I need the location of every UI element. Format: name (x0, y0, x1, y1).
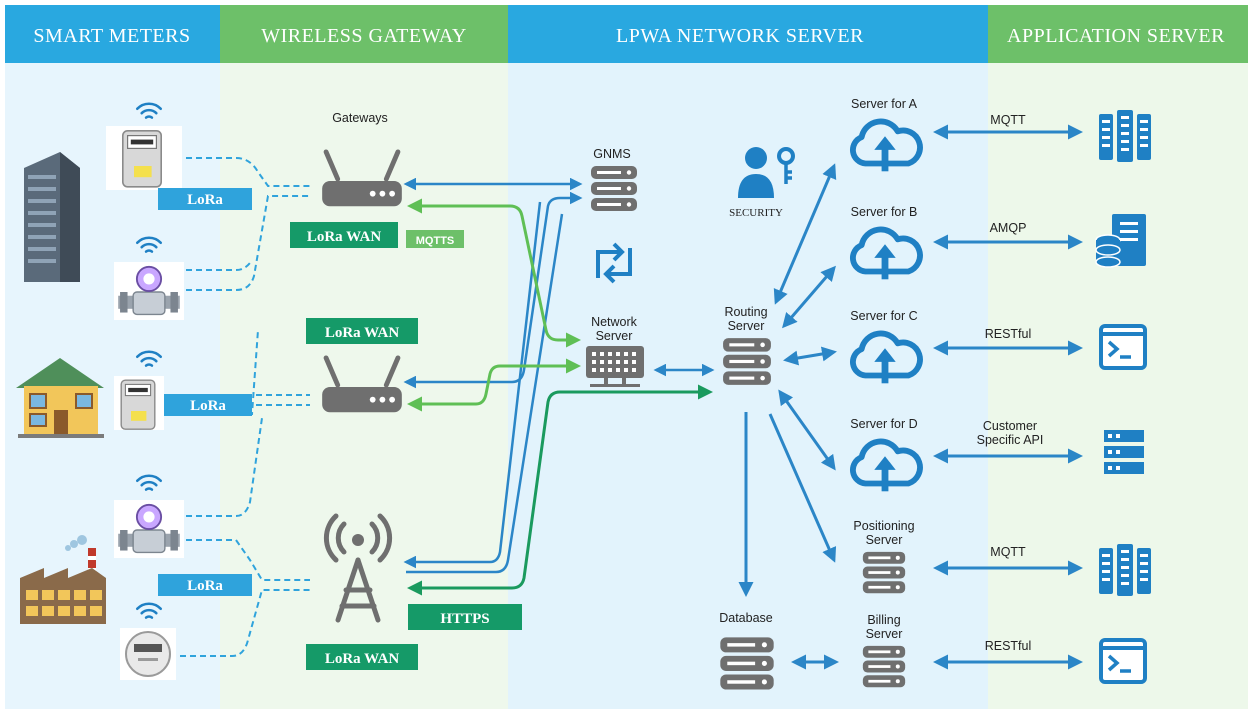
billing-server-icon (862, 645, 906, 688)
server-rack-icon (1099, 110, 1151, 162)
header-smart-meters (5, 5, 220, 63)
lorawan-tag-1 (290, 222, 398, 248)
routing-server-label-1: Routing (724, 305, 767, 319)
lora-tag-2 (164, 394, 252, 416)
gateways-label: Gateways (332, 111, 388, 125)
positioning-server-icon (862, 551, 906, 594)
header-application-server (988, 5, 1248, 63)
terminal-icon (1099, 324, 1147, 370)
network-server-label-2: Server (596, 329, 633, 343)
network-server-label-1: Network (591, 315, 638, 329)
lorawan-tag-3-text: LoRa WAN (325, 651, 399, 667)
sync-icon (596, 242, 632, 284)
header-lpwa-network-server-text: LPWA NETWORK SERVER (616, 25, 864, 47)
cell-tower-icon (323, 513, 393, 623)
protocol-positioning-label: MQTT (990, 545, 1026, 559)
office-building-icon (24, 152, 80, 282)
server-rack-icon (1099, 544, 1151, 596)
database-server-icon (720, 637, 774, 690)
application-arrows (933, 124, 1083, 670)
lorawan-tag-2-text: LoRa WAN (325, 325, 399, 341)
server-stack-icon (1104, 430, 1144, 474)
server-b-label: Server for B (851, 205, 918, 219)
lora-tag-3-text: LoRa (187, 578, 223, 594)
routing-arrows (738, 163, 839, 670)
lora-tag-2-text: LoRa (190, 398, 226, 414)
https-tag (408, 604, 522, 630)
routing-server-icon (723, 338, 771, 385)
application-server-column (988, 60, 1248, 709)
database-label: Database (719, 611, 773, 625)
gnms-server-icon (591, 166, 637, 211)
billing-server-label-2: Server (866, 627, 903, 641)
positioning-server-label-2: Server (866, 533, 903, 547)
routing-server-label-2: Server (728, 319, 765, 333)
header-application-server-text: APPLICATION SERVER (1007, 25, 1225, 47)
gas-meter-icon (120, 379, 156, 430)
protocol-billing-label: RESTful (985, 639, 1032, 653)
positioning-server-label-1: Positioning (853, 519, 914, 533)
electric-meter-icon (120, 628, 176, 680)
header-wireless-gateway-text: WIRELESS GATEWAY (261, 25, 467, 47)
mqtts-tag-text: MQTTS (416, 235, 455, 247)
protocol-a-label: MQTT (990, 113, 1026, 127)
server-a-label: Server for A (851, 97, 918, 111)
lorawan-tag-3 (306, 644, 418, 670)
green-https-arrow (407, 384, 713, 596)
https-tag-text: HTTPS (440, 611, 489, 627)
terminal-icon (1099, 638, 1147, 684)
lora-tag-1 (158, 188, 252, 210)
database-tower-icon (1095, 214, 1146, 268)
gnms-label: GNMS (593, 147, 631, 161)
server-d-label: Server for D (850, 417, 917, 431)
protocol-d-label-1: Customer (983, 419, 1037, 433)
billing-server-label-1: Billing (867, 613, 900, 627)
header-smart-meters-text: SMART METERS (33, 25, 190, 47)
server-c-label: Server for C (850, 309, 917, 323)
protocol-c-label: RESTful (985, 327, 1032, 341)
lorawan-tag-1-text: LoRa WAN (307, 229, 381, 245)
house-icon (16, 358, 104, 438)
gas-meter-icon (122, 130, 162, 188)
protocol-b-label: AMQP (990, 221, 1027, 235)
header-lpwa-network-server (508, 5, 988, 63)
lora-tag-3 (158, 574, 252, 596)
lora-tag-1-text: LoRa (187, 192, 223, 208)
factory-icon (20, 535, 106, 624)
lorawan-tag-2 (306, 318, 418, 344)
security-label: SECURITY (729, 207, 783, 219)
header-wireless-gateway (220, 5, 508, 63)
protocol-d-label-2: Specific API (977, 433, 1044, 447)
